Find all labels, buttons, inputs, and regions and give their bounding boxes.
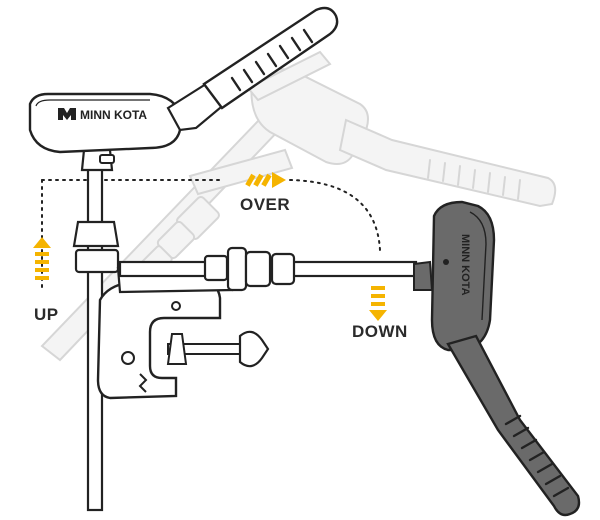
grip-ridges: [230, 28, 314, 92]
over-arrow-icon: [245, 172, 286, 188]
label-up: UP: [34, 305, 59, 324]
down-arrow-icon: [369, 286, 387, 321]
motor-head: [28, 92, 184, 154]
deployed-head: [430, 200, 496, 352]
deployed-tiller: [446, 334, 581, 517]
deployed-motor: MINN KOTA: [118, 200, 581, 517]
deployed-grip-ridges: [504, 414, 570, 498]
thumb-screw-icon: [166, 330, 270, 368]
upright-motor: MINN KOTA: [28, 6, 339, 512]
lower-collar: [74, 248, 120, 274]
upper-collar: [72, 220, 120, 248]
clamp-body: [96, 278, 222, 400]
deployed-logo-text: MINN KOTA: [459, 234, 471, 296]
label-down: DOWN: [352, 322, 408, 341]
minn-kota-logo-icon: [58, 108, 76, 120]
guide-over-arc: [289, 179, 381, 251]
logo-text: MINN KOTA: [80, 108, 147, 122]
ghost-tiller: [338, 118, 557, 208]
ghost-grip-ridges: [427, 159, 521, 200]
label-over: OVER: [240, 195, 291, 214]
up-arrow-icon: [33, 237, 51, 280]
